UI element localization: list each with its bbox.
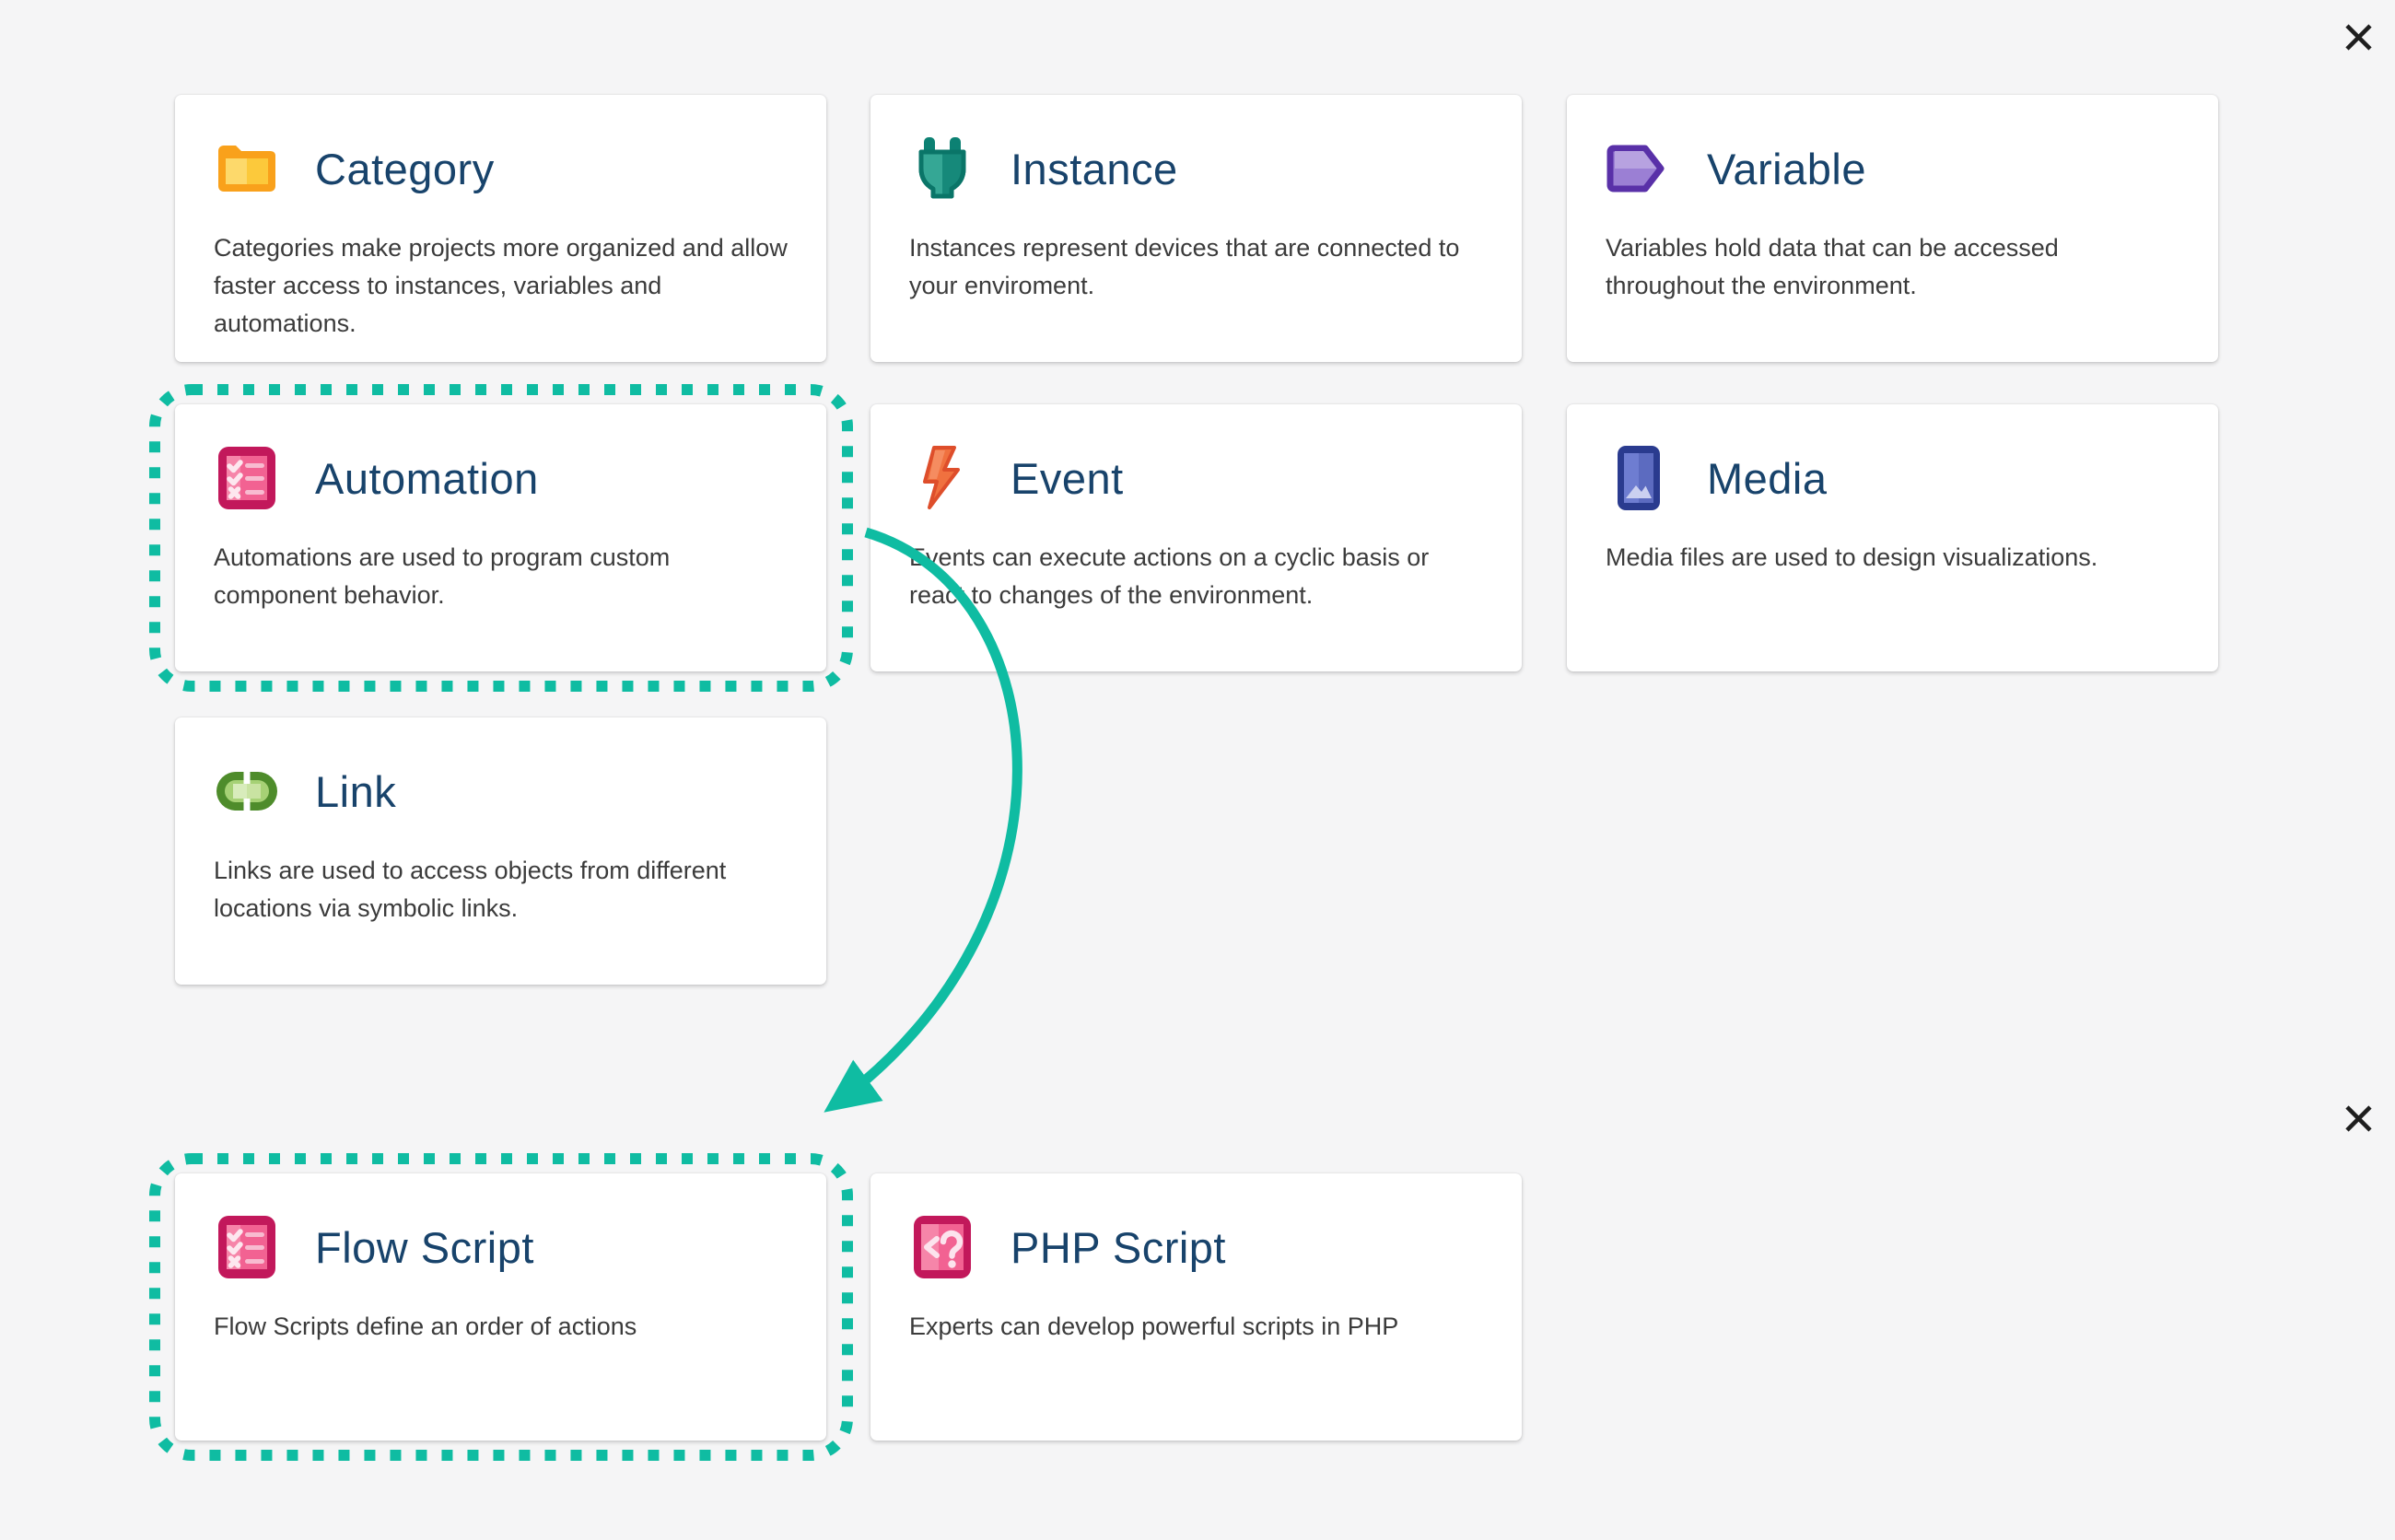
card-category[interactable]: Category Categories make projects more o… <box>175 95 826 362</box>
tag-icon <box>1606 145 1665 192</box>
card-description: Categories make projects more organized … <box>214 234 788 337</box>
card-title: PHP Script <box>1011 1222 1226 1272</box>
plug-icon <box>918 137 966 199</box>
card-title: Instance <box>1011 144 1178 193</box>
image-icon <box>1618 446 1660 510</box>
card-title: Media <box>1707 453 1828 503</box>
card-description: Automations are used to program custom c… <box>214 543 671 609</box>
card-header: PHP Script <box>909 1214 1483 1280</box>
card-description: Flow Scripts define an order of actions <box>214 1312 637 1340</box>
lightning-icon <box>923 446 960 509</box>
checklist-icon <box>218 447 275 509</box>
card-title: Flow Script <box>315 1222 534 1272</box>
card-media[interactable]: Media Media files are used to design vis… <box>1567 404 2218 671</box>
close-button-secondary[interactable] <box>2336 1096 2380 1140</box>
card-title: Variable <box>1707 144 1866 193</box>
card-description: Instances represent devices that are con… <box>909 234 1460 299</box>
card-instance[interactable]: Instance Instances represent devices tha… <box>870 95 1522 362</box>
card-title: Link <box>315 766 397 816</box>
card-automation[interactable]: Automation Automations are used to progr… <box>175 404 826 671</box>
card-header: Variable <box>1606 135 2179 202</box>
card-description: Events can execute actions on a cyclic b… <box>909 543 1430 609</box>
close-icon <box>2345 1105 2372 1132</box>
card-header: Flow Script <box>214 1214 788 1280</box>
card-description: Experts can develop powerful scripts in … <box>909 1312 1399 1340</box>
checklist-icon <box>218 1216 275 1278</box>
card-header: Link <box>214 758 788 824</box>
card-title: Automation <box>315 453 539 503</box>
card-flow-script[interactable]: Flow Script Flow Scripts define an order… <box>175 1173 826 1441</box>
close-button[interactable] <box>2336 15 2380 59</box>
card-title: Event <box>1011 453 1124 503</box>
card-description: Links are used to access objects from di… <box>214 857 727 922</box>
card-event[interactable]: Event Events can execute actions on a cy… <box>870 404 1522 671</box>
card-header: Event <box>909 445 1483 511</box>
close-icon <box>2345 24 2372 51</box>
card-variable[interactable]: Variable Variables hold data that can be… <box>1567 95 2218 362</box>
card-description: Variables hold data that can be accessed… <box>1606 234 2059 299</box>
card-link[interactable]: Link Links are used to access objects fr… <box>175 718 826 985</box>
card-php-script[interactable]: PHP Script Experts can develop powerful … <box>870 1173 1522 1441</box>
card-header: Instance <box>909 135 1483 202</box>
card-title: Category <box>315 144 495 193</box>
card-description: Media files are used to design visualiza… <box>1606 543 2098 571</box>
folder-icon <box>218 146 275 192</box>
chain-link-icon <box>216 772 277 811</box>
php-code-icon <box>914 1216 971 1278</box>
card-header: Automation <box>214 445 788 511</box>
card-header: Media <box>1606 445 2179 511</box>
card-header: Category <box>214 135 788 202</box>
